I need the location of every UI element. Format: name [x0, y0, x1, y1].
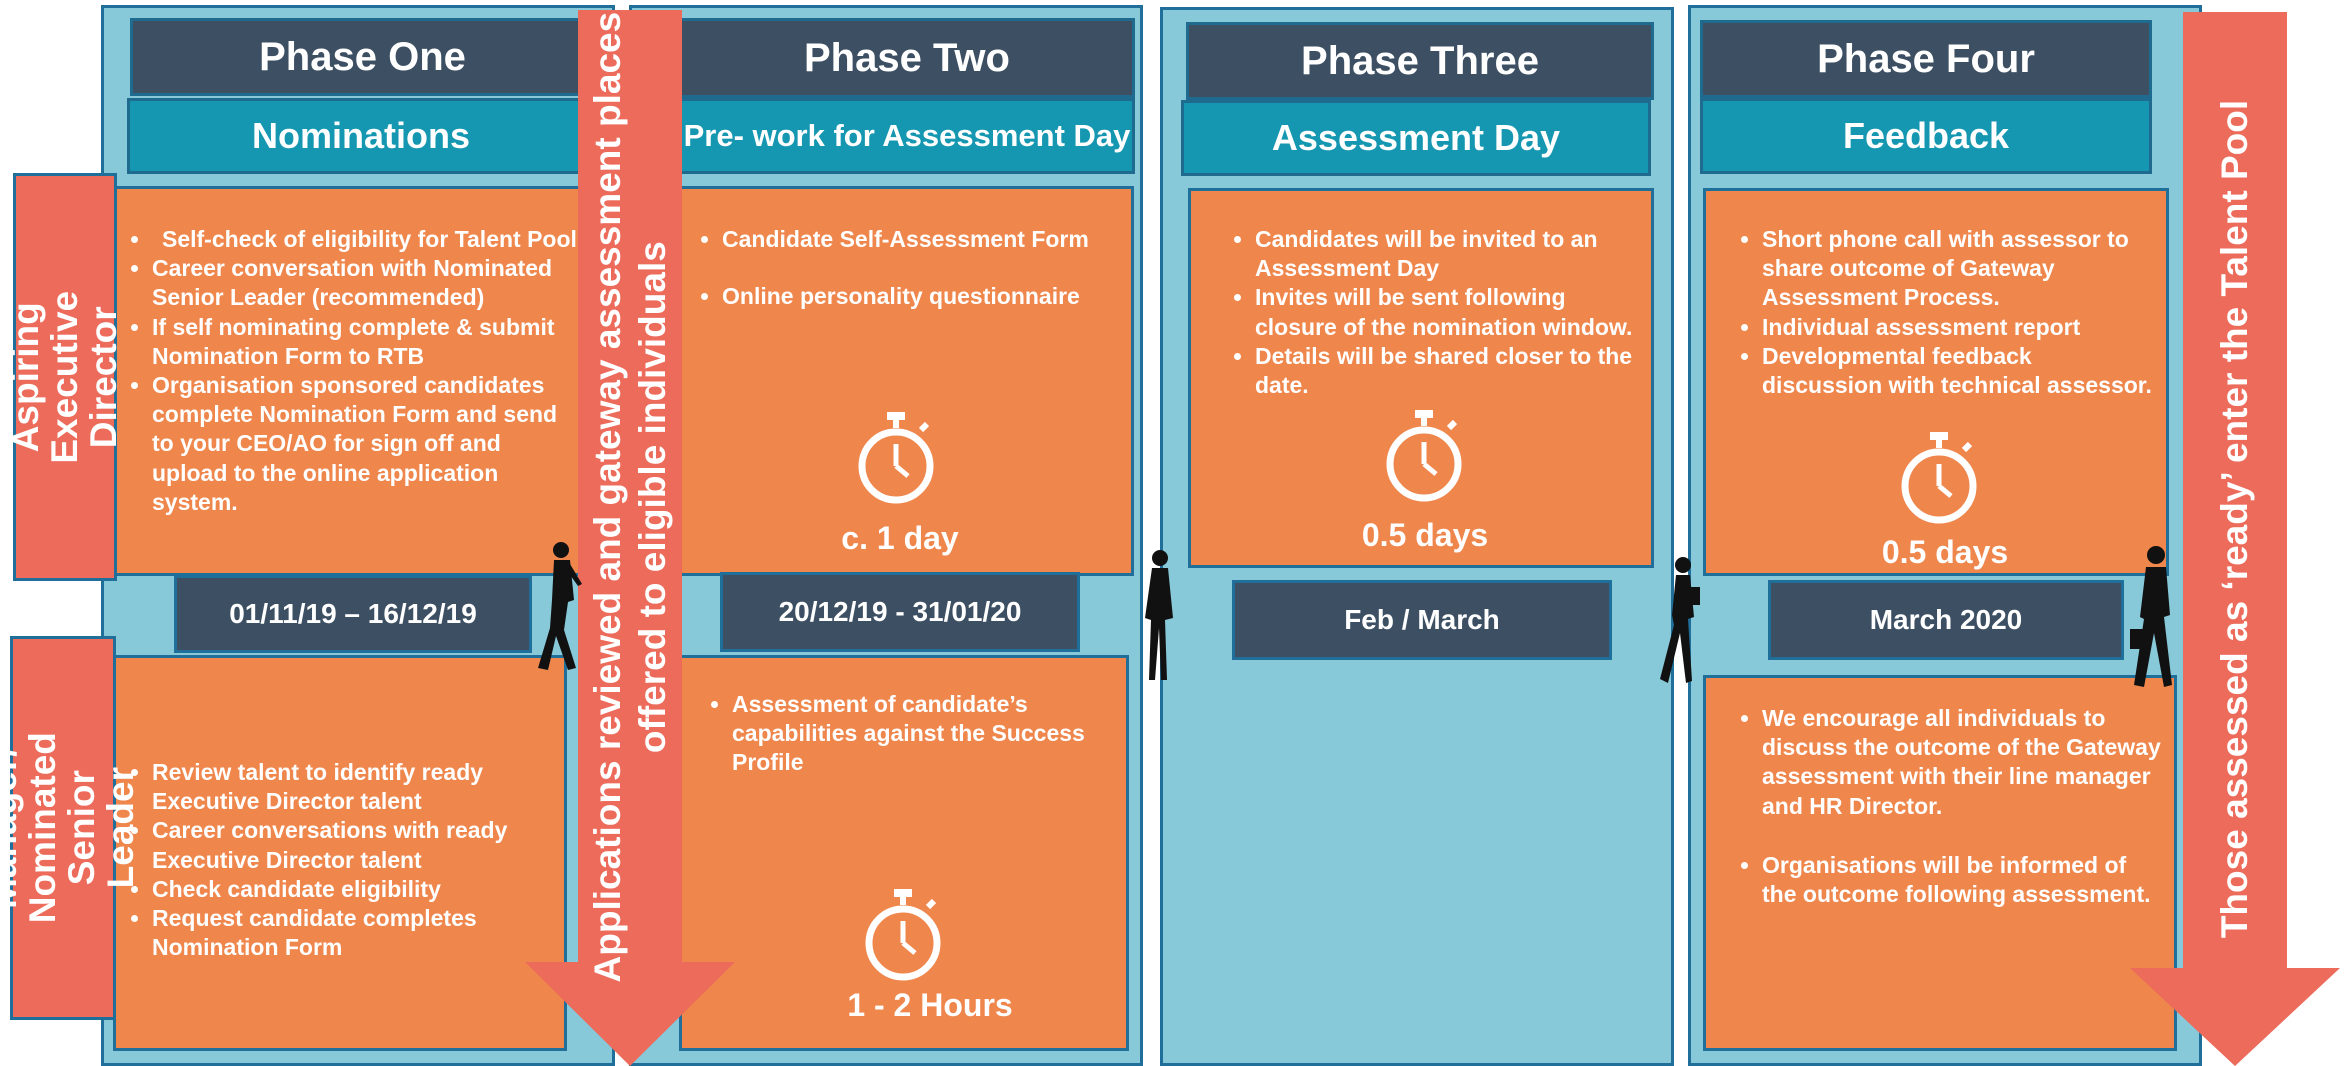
arrow-text-line: Applications reviewed and gateway assess…	[586, 11, 628, 983]
walking-person-silhouette	[1145, 550, 1173, 680]
phase-title: Phase Two	[679, 18, 1135, 98]
walking-person-silhouette	[538, 542, 582, 670]
list-item: Organisation sponsored candidates comple…	[152, 371, 577, 517]
phase-subtitle: Feedback	[1700, 98, 2152, 174]
list-item: Candidate Self-Assessment Form	[722, 225, 1121, 254]
list-item: If self nominating complete & submit Nom…	[152, 313, 577, 371]
phase-date: 20/12/19 - 31/01/20	[720, 572, 1080, 652]
phase-date: Feb / March	[1232, 580, 1612, 660]
phase-two-candidate-box: Candidate Self-Assessment Form Online pe…	[679, 186, 1134, 576]
middle-arrow	[525, 10, 735, 1066]
stopwatch-icon	[1386, 410, 1462, 502]
phase-title: Phase One	[130, 18, 595, 96]
list-item: Review talent to identify ready Executiv…	[152, 758, 554, 816]
phase-title: Phase Three	[1186, 22, 1654, 100]
duration-label: c. 1 day	[841, 520, 959, 556]
list-item: Organisations will be informed of the ou…	[1762, 851, 2162, 909]
row-label-manager: Manager/ Nominated Senior Leader	[0, 636, 141, 1020]
right-arrow	[2130, 12, 2340, 1066]
arrow-text-line: offered to eligible individuals	[632, 241, 673, 754]
phase-date: March 2020	[1768, 580, 2124, 660]
stopwatch-icon	[1901, 432, 1977, 524]
phase-three-candidate-box: Candidates will be invited to an Assessm…	[1188, 188, 1654, 568]
list-item: Career conversations with ready Executiv…	[152, 816, 554, 874]
phase-four-candidate-box: Short phone call with assessor to share …	[1703, 188, 2169, 576]
duration-label: 0.5 days	[1881, 534, 2009, 570]
walking-person-silhouette	[2130, 546, 2172, 687]
list-item: Request candidate completes Nomination F…	[152, 904, 554, 962]
phase-one-candidate-box: Self-check of eligibility for Talent Poo…	[113, 186, 592, 576]
list-item: Online personality questionnaire	[722, 282, 1121, 311]
list-item: Short phone call with assessor to share …	[1762, 225, 2154, 313]
walking-person-silhouette	[1660, 557, 1700, 683]
row-label-candidate: Aspiring Executive Director	[5, 173, 123, 581]
list-item: Individual assessment report	[1762, 313, 2154, 342]
phase-date: 01/11/19 – 16/12/19	[174, 575, 532, 653]
list-item: Check candidate eligibility	[152, 875, 554, 904]
duration-label: 0.5 days	[1361, 517, 1489, 553]
list-item: We encourage all individuals to discuss …	[1762, 704, 2162, 821]
list-item: Details will be shared closer to the dat…	[1255, 342, 1639, 400]
phase-two-manager-box: Assessment of candidate’s capabilities a…	[679, 655, 1129, 1051]
list-item: Assessment of candidate’s capabilities a…	[732, 690, 1116, 778]
arrow-text-line: Those assessed as ‘ready’ enter the Tale…	[2214, 99, 2255, 939]
list-item: Self-check of eligibility for Talent Poo…	[152, 225, 577, 254]
list-item: Invites will be sent following closure o…	[1255, 283, 1639, 341]
phase-title: Phase Four	[1700, 20, 2152, 98]
phase-four-manager-box: We encourage all individuals to discuss …	[1703, 675, 2177, 1051]
list-item: Candidates will be invited to an Assessm…	[1255, 225, 1639, 283]
phase-subtitle: Assessment Day	[1181, 100, 1651, 176]
phase-subtitle: Pre- work for Assessment Day	[679, 98, 1135, 174]
stopwatch-icon	[865, 889, 941, 981]
duration-label: 1 - 2 Hours	[847, 987, 1013, 1023]
list-item: Developmental feedback discussion with t…	[1762, 342, 2154, 400]
phase-one-manager-box: Review talent to identify ready Executiv…	[113, 655, 567, 1051]
stopwatch-icon	[858, 412, 934, 504]
list-item: Career conversation with Nominated Senio…	[152, 254, 577, 312]
phase-subtitle: Nominations	[127, 98, 595, 174]
